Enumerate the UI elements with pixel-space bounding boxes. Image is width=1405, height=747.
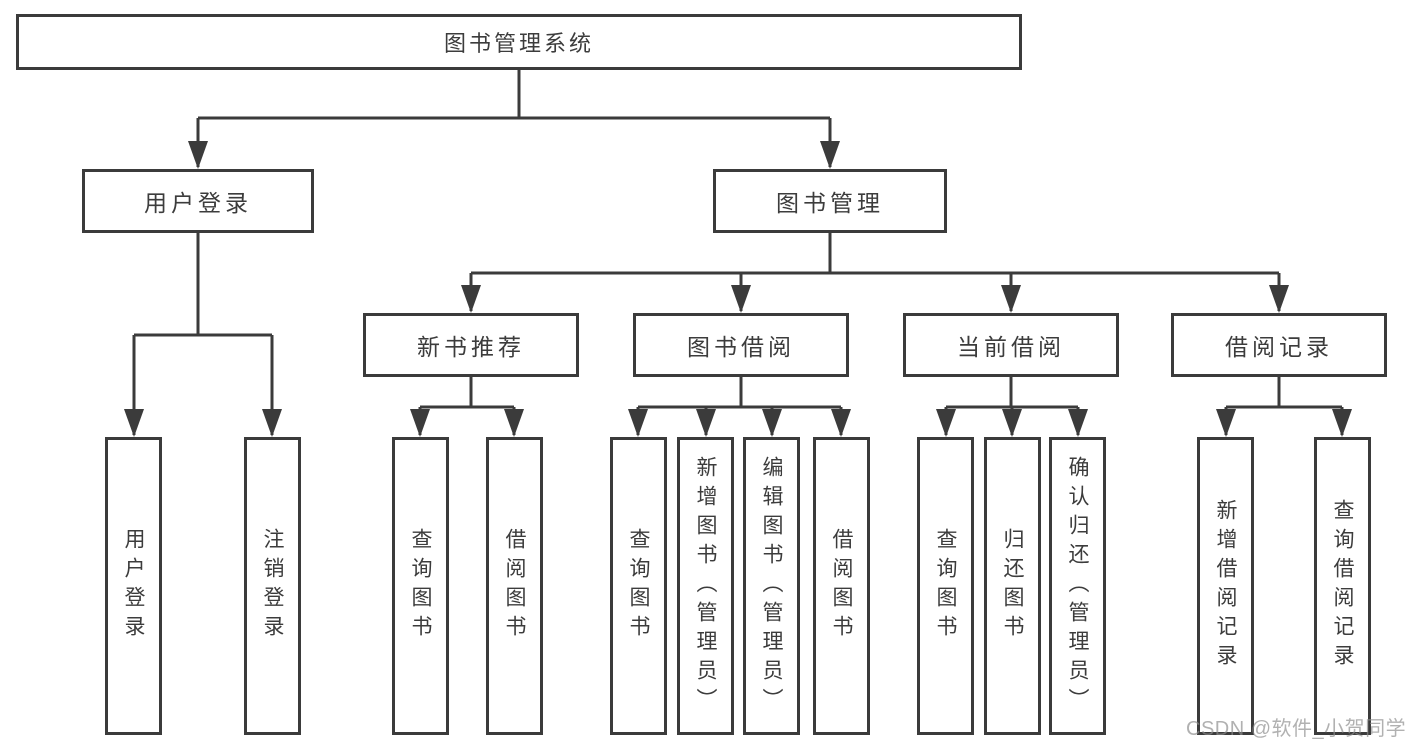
node-book-borrow-label: 图书借阅 bbox=[687, 334, 795, 360]
node-borrow-record-label: 借阅记录 bbox=[1225, 334, 1333, 360]
node-root: 图书管理系统 bbox=[16, 14, 1022, 70]
node-root-label: 图书管理系统 bbox=[443, 31, 594, 56]
node-user-login-label: 用户登录 bbox=[144, 190, 252, 216]
leaf-borrow-query-books: 查询图书 bbox=[610, 437, 667, 735]
node-user-login: 用户登录 bbox=[82, 169, 314, 233]
leaf-borrow-add-books-admin: 新增图书（管理员） bbox=[677, 437, 734, 735]
leaf-logout-login: 注销登录 bbox=[244, 437, 301, 735]
leaf-current-confirm-return-admin-label: 确认归还（管理员） bbox=[1066, 455, 1089, 717]
node-book-management-label: 图书管理 bbox=[776, 190, 884, 216]
csdn-watermark: CSDN @软件_小贺同学 bbox=[1186, 718, 1405, 740]
leaf-borrow-edit-books-admin-label: 编辑图书（管理员） bbox=[760, 455, 783, 717]
leaf-current-return-books: 归还图书 bbox=[984, 437, 1041, 735]
leaf-record-add-borrow-record: 新增借阅记录 bbox=[1197, 437, 1254, 735]
leaf-borrow-borrow-books: 借阅图书 bbox=[813, 437, 870, 735]
node-new-book-recommend: 新书推荐 bbox=[363, 313, 579, 377]
leaf-newbook-query-books: 查询图书 bbox=[392, 437, 449, 735]
leaf-current-return-books-label: 归还图书 bbox=[1001, 528, 1024, 644]
node-book-management: 图书管理 bbox=[713, 169, 947, 233]
leaf-current-query-books: 查询图书 bbox=[917, 437, 974, 735]
leaf-current-query-books-label: 查询图书 bbox=[934, 528, 957, 644]
leaf-newbook-borrow-books-label: 借阅图书 bbox=[503, 528, 526, 644]
node-current-borrow: 当前借阅 bbox=[903, 313, 1119, 377]
leaf-newbook-query-books-label: 查询图书 bbox=[409, 528, 432, 644]
node-current-borrow-label: 当前借阅 bbox=[957, 334, 1065, 360]
leaf-borrow-add-books-admin-label: 新增图书（管理员） bbox=[694, 455, 717, 717]
leaf-user-login-label: 用户登录 bbox=[122, 528, 145, 644]
leaf-logout-login-label: 注销登录 bbox=[261, 528, 284, 644]
leaf-newbook-borrow-books: 借阅图书 bbox=[486, 437, 543, 735]
node-new-book-recommend-label: 新书推荐 bbox=[417, 334, 525, 360]
leaf-borrow-borrow-books-label: 借阅图书 bbox=[830, 528, 853, 644]
leaf-record-query-borrow-record: 查询借阅记录 bbox=[1314, 437, 1371, 735]
leaf-record-add-borrow-record-label: 新增借阅记录 bbox=[1214, 499, 1237, 673]
leaf-record-query-borrow-record-label: 查询借阅记录 bbox=[1331, 499, 1354, 673]
leaf-borrow-query-books-label: 查询图书 bbox=[627, 528, 650, 644]
node-book-borrow: 图书借阅 bbox=[633, 313, 849, 377]
leaf-current-confirm-return-admin: 确认归还（管理员） bbox=[1049, 437, 1106, 735]
node-borrow-record: 借阅记录 bbox=[1171, 313, 1387, 377]
leaf-user-login: 用户登录 bbox=[105, 437, 162, 735]
leaf-borrow-edit-books-admin: 编辑图书（管理员） bbox=[743, 437, 800, 735]
